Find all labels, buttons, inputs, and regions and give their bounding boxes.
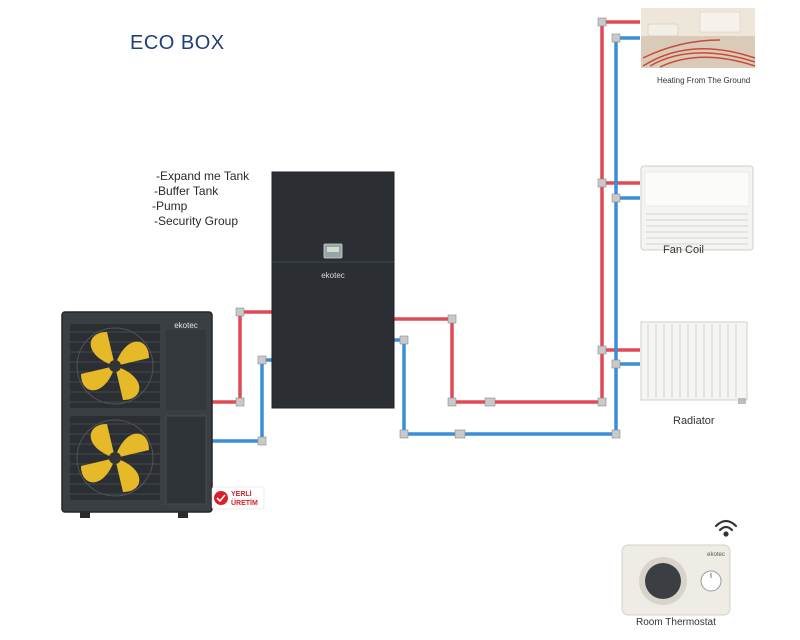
- component-item: -Security Group: [154, 214, 239, 228]
- fan-coil-label: Fan Coil: [663, 244, 704, 256]
- badge-line1: YERLİ: [231, 490, 252, 498]
- pipe-fittings: [235, 17, 621, 446]
- badge-icon: YERLİ ÜRETİM: [211, 486, 265, 510]
- radiator-label: Radiator: [673, 415, 715, 427]
- floor-heating-image: [641, 8, 756, 68]
- floor-heating-label: Heating From The Ground: [657, 76, 751, 85]
- diagram-title: ECO BOX: [130, 32, 225, 54]
- component-item: -Pump: [152, 199, 188, 213]
- radiator-unit: [640, 321, 748, 404]
- hot-pipe-outdoor-to-indoor: [212, 310, 272, 404]
- outdoor-heat-pump-unit: ekotec: [61, 311, 213, 518]
- thermostat-brand: ekotec: [707, 552, 725, 558]
- indoor-unit-brand: ekotec: [321, 271, 345, 280]
- fan-blade-icon: [76, 419, 154, 497]
- outdoor-unit-brand: ekotec: [174, 321, 198, 330]
- thermostat-label: Room Thermostat: [636, 617, 716, 628]
- fan-coil-unit: [640, 165, 754, 251]
- room-thermostat: ekotec: [621, 544, 731, 616]
- badge-line2: ÜRETİM: [231, 498, 258, 507]
- hot-pipe-indoor-to-emitters: [394, 20, 640, 404]
- hot-pipes: [212, 20, 640, 404]
- indoor-eco-box-unit: ekotec: [271, 171, 395, 409]
- component-item: -Buffer Tank: [154, 184, 219, 198]
- fan-blade-icon: [76, 327, 154, 405]
- cold-pipe-indoor-to-outdoor: [212, 358, 272, 443]
- wifi-icon: [714, 519, 738, 537]
- component-item: -Expand me Tank: [156, 169, 250, 183]
